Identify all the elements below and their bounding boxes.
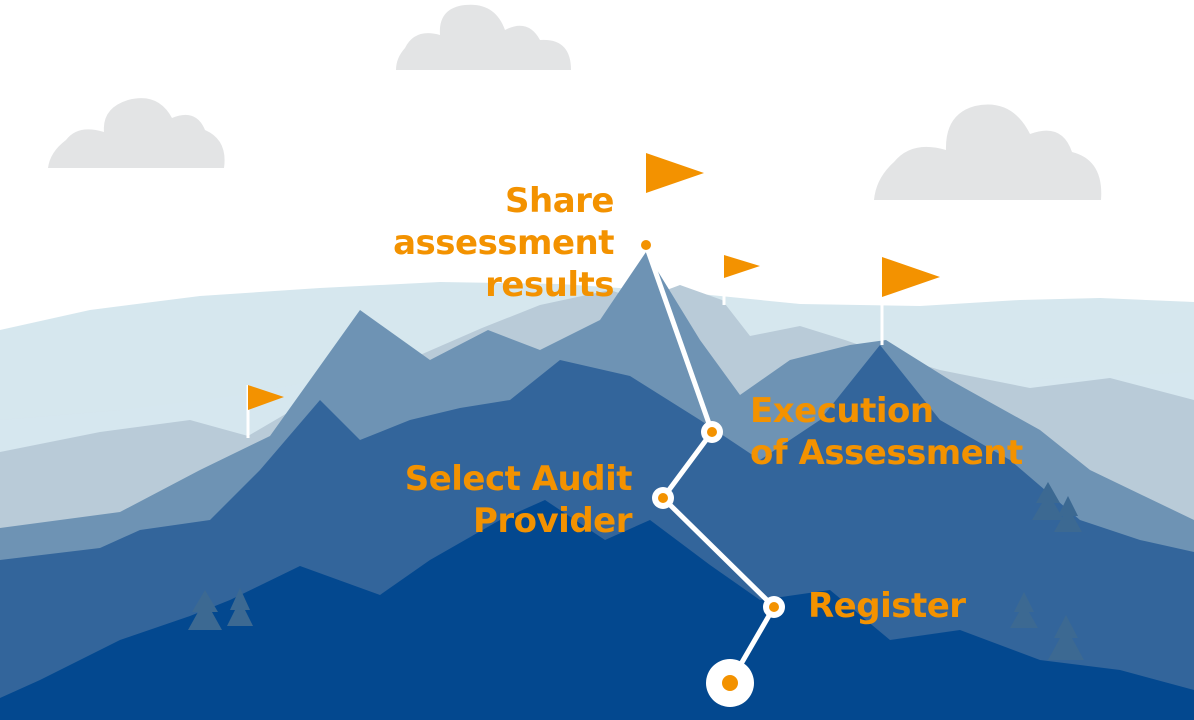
label-line: Register bbox=[808, 586, 966, 626]
waypoint-marker bbox=[763, 596, 785, 618]
label-line: Share bbox=[505, 181, 614, 221]
mountain-front bbox=[0, 500, 1194, 720]
tree-icon bbox=[188, 482, 1084, 660]
cloud-icon bbox=[874, 104, 1102, 200]
label-line: Select Audit bbox=[404, 459, 633, 499]
step-label-select-audit-provider: Select Audit Provider bbox=[404, 458, 633, 542]
label-line: Execution bbox=[750, 391, 934, 431]
cloud-icon bbox=[396, 4, 571, 70]
label-line: results bbox=[485, 265, 614, 305]
waypoint-marker bbox=[652, 487, 674, 509]
flag-icon bbox=[644, 153, 704, 246]
waypoint-marker bbox=[701, 421, 723, 443]
waypoint-marker bbox=[641, 240, 651, 250]
flag-icon bbox=[880, 257, 940, 345]
label-line: assessment bbox=[393, 223, 614, 263]
cloud-icon bbox=[48, 98, 225, 168]
flag-icon bbox=[722, 255, 760, 305]
label-line: of Assessment bbox=[750, 433, 1023, 473]
start-marker-icon bbox=[706, 659, 754, 707]
label-line: Provider bbox=[472, 501, 633, 541]
step-label-share-results: Share assessment results bbox=[393, 180, 614, 306]
step-label-register: Register bbox=[808, 585, 966, 627]
step-label-execution: Execution of Assessment bbox=[750, 390, 1023, 474]
flag-icon bbox=[246, 385, 284, 438]
